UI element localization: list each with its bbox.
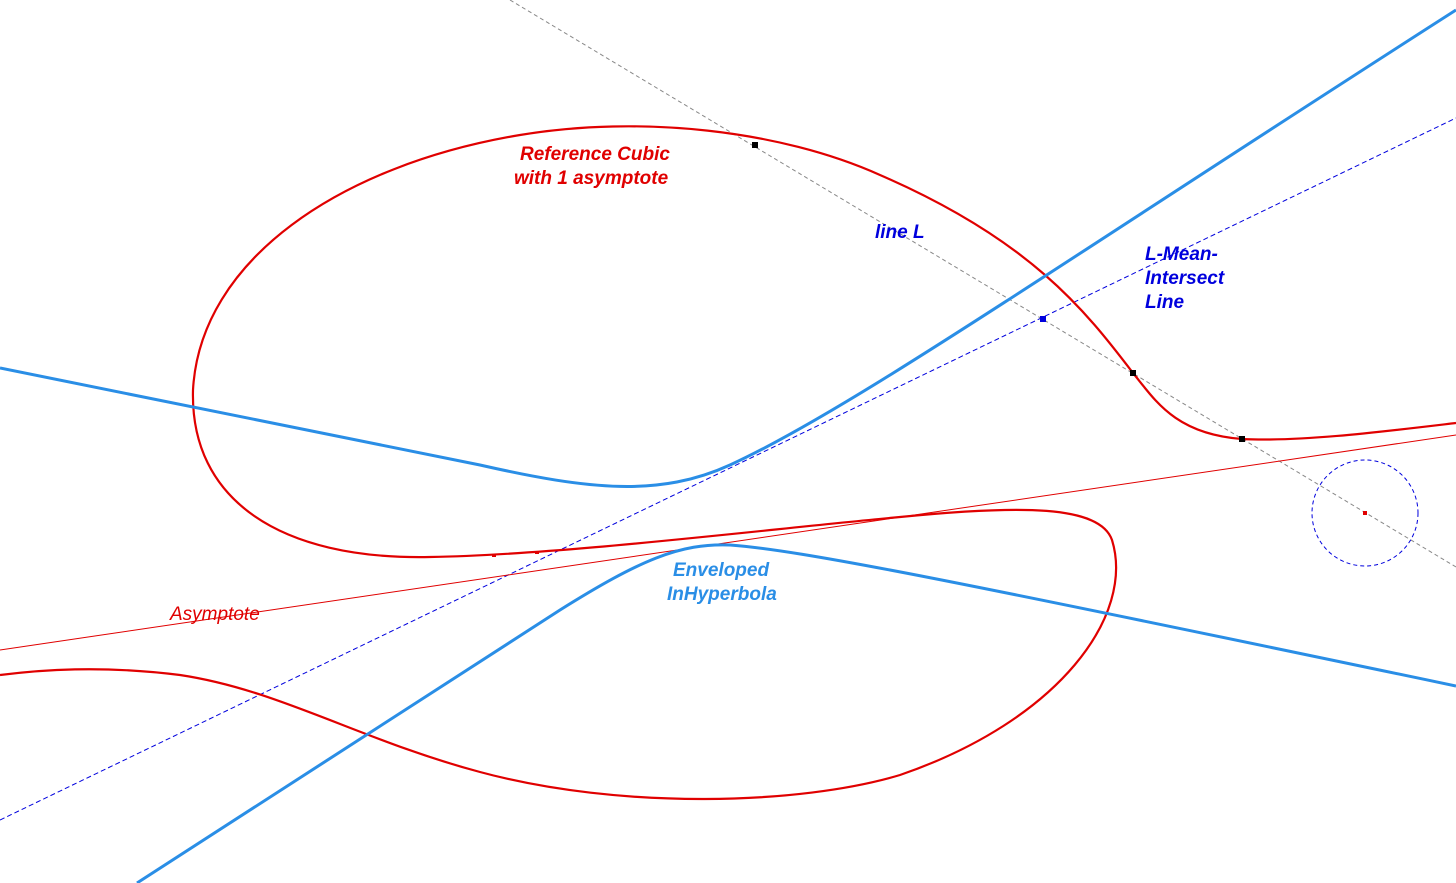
cubic-loop-branch	[0, 125, 1456, 801]
asymptote-line	[0, 434, 1456, 651]
inhyperbola-branch-right	[136, 543, 1456, 883]
inhyperbola-branch-left	[0, 8, 1456, 488]
cubic-point-a	[492, 554, 496, 557]
mean-point	[1040, 316, 1046, 322]
line-l-label: line L	[875, 222, 925, 243]
mean-line-label-line1: L-Mean-	[1145, 244, 1218, 265]
mean-intersect-line	[0, 117, 1456, 821]
intersection-point-2	[1130, 370, 1136, 376]
asymptote-label: Asymptote	[169, 604, 260, 625]
intersection-point-1	[752, 142, 758, 148]
hyperbola-label-line2: InHyperbola	[667, 584, 777, 605]
cubic-point-b	[535, 551, 539, 554]
mean-line-label-line3: Line	[1145, 292, 1184, 313]
hyperbola-label-line1: Enveloped	[673, 560, 769, 581]
cubic-label-line2: with 1 asymptote	[514, 168, 669, 189]
cubic-label-line1: Reference Cubic	[520, 144, 670, 165]
intersection-point-3	[1239, 436, 1245, 442]
circle-center-point	[1363, 511, 1367, 515]
mean-line-label-line2: Intersect	[1145, 268, 1225, 289]
dashed-circle	[1311, 459, 1419, 567]
line-l	[509, 0, 1456, 568]
